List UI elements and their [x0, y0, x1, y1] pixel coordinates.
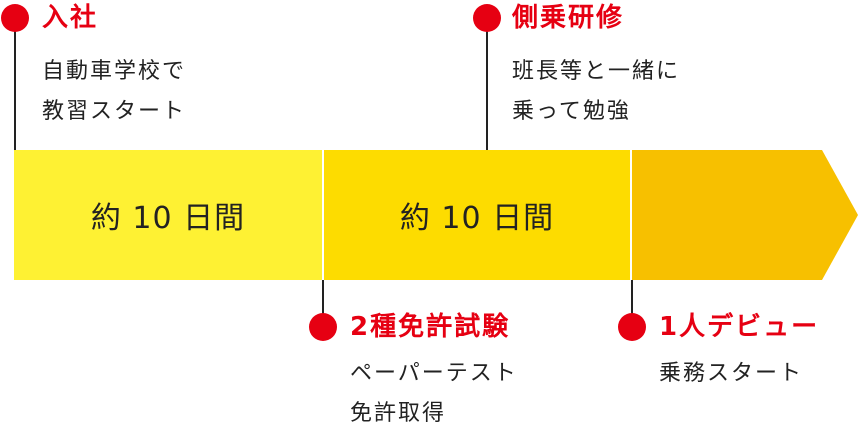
milestone-connector-line: [322, 280, 324, 328]
timeline-segment-3-arrow: [632, 150, 858, 280]
milestone-desc-debut: 乗務スタート: [659, 354, 803, 394]
desc-line: 乗って勉強: [512, 99, 631, 124]
timeline-segment-1: 約 10 日間: [14, 150, 322, 280]
milestone-marker-dot: [1, 4, 29, 32]
milestone-desc-sokujo: 班長等と一緒に 乗って勉強: [512, 52, 680, 132]
milestone-marker-dot: [309, 313, 337, 341]
desc-line: 乗務スタート: [659, 361, 804, 386]
segment-duration-label: 約 10 日間: [90, 201, 246, 236]
milestone-desc-menkyo: ペーパーテスト 免許取得: [350, 354, 518, 434]
milestone-title-debut: 1人デビュー: [659, 312, 820, 342]
milestone-marker-dot: [473, 4, 501, 32]
milestone-desc-nyusha: 自動車学校で 教習スタート: [42, 52, 186, 132]
desc-line: 教習スタート: [42, 99, 187, 124]
timeline-segment-2: 約 10 日間: [324, 150, 630, 280]
milestone-title-sokujo: 側乗研修: [512, 3, 625, 33]
milestone-connector-line: [486, 20, 488, 150]
desc-line: ペーパーテスト: [350, 361, 518, 386]
milestone-title-nyusha: 入社: [42, 3, 99, 33]
milestone-connector-line: [14, 20, 16, 150]
desc-line: 班長等と一緒に: [512, 59, 681, 84]
desc-line: 免許取得: [350, 401, 447, 426]
milestone-title-menkyo: 2種免許試験: [350, 312, 511, 342]
desc-line: 自動車学校で: [42, 59, 187, 84]
segment-duration-label: 約 10 日間: [399, 201, 555, 236]
milestone-marker-dot: [618, 313, 646, 341]
milestone-connector-line: [631, 280, 633, 328]
